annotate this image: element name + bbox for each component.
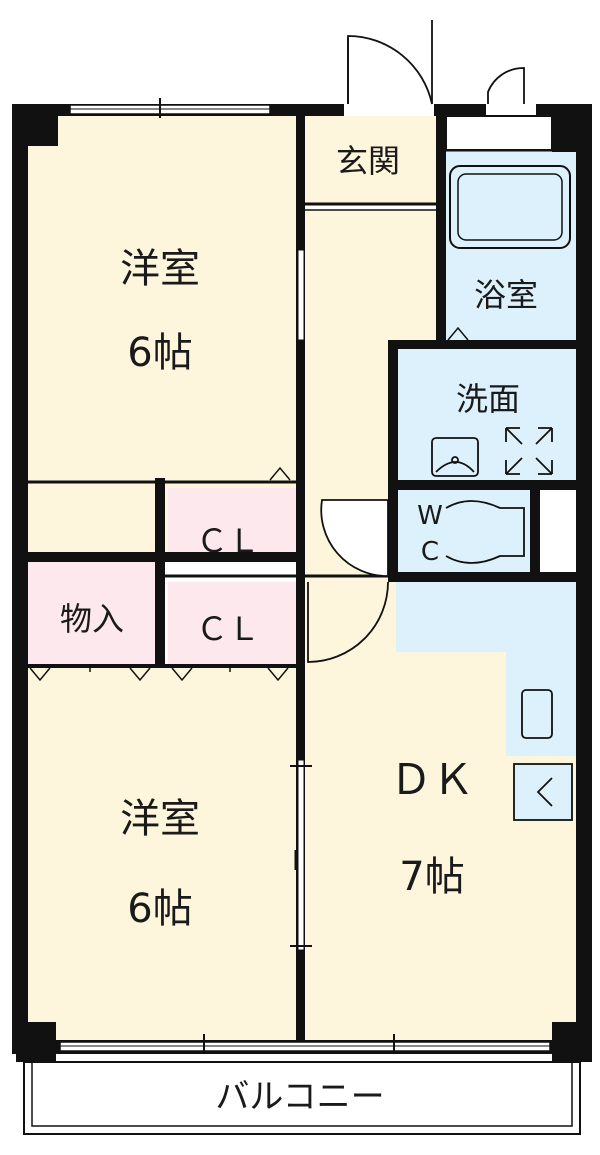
toilet-label-w: W: [417, 501, 443, 531]
windows: [59, 98, 551, 1054]
storage-label: 物入: [60, 600, 124, 638]
storage: [24, 562, 156, 666]
closet-upper-label: ＣＬ: [196, 522, 260, 560]
western-room-bottom: [24, 668, 298, 1040]
closet-lower-label: ＣＬ: [196, 610, 260, 648]
toilet-label-c: C: [421, 537, 439, 567]
closet-upper: [168, 488, 296, 554]
western-room-bottom-size: 6帖: [127, 886, 192, 932]
bathtub-icon: [449, 165, 571, 249]
toilet: [398, 490, 532, 572]
dining-kitchen-size: 7帖: [399, 854, 464, 900]
closet-lower: [168, 582, 296, 666]
bathroom-label: 浴室: [474, 276, 538, 314]
western-room-top-name: 洋室: [120, 246, 200, 292]
washing-machine-icon: [505, 427, 553, 475]
washroom: [398, 348, 576, 480]
fridge-icon: [521, 689, 553, 739]
washbasin-icon: [431, 437, 479, 477]
balcony-label: バルコニー: [215, 1077, 384, 1117]
toilet-icon: [445, 500, 525, 564]
entrance-label: 玄関: [336, 142, 400, 180]
western-room-top-size: 6帖: [127, 330, 192, 376]
range-hood-mark: [514, 764, 572, 820]
western-room-bottom-name: 洋室: [120, 796, 200, 842]
closet-markers: [29, 326, 469, 682]
stove-icon: [513, 763, 573, 821]
dining-kitchen-name: ＤＫ: [390, 755, 474, 804]
washroom-label: 洗面: [456, 380, 520, 418]
entrance: [304, 112, 438, 204]
door-swings: [307, 20, 525, 663]
